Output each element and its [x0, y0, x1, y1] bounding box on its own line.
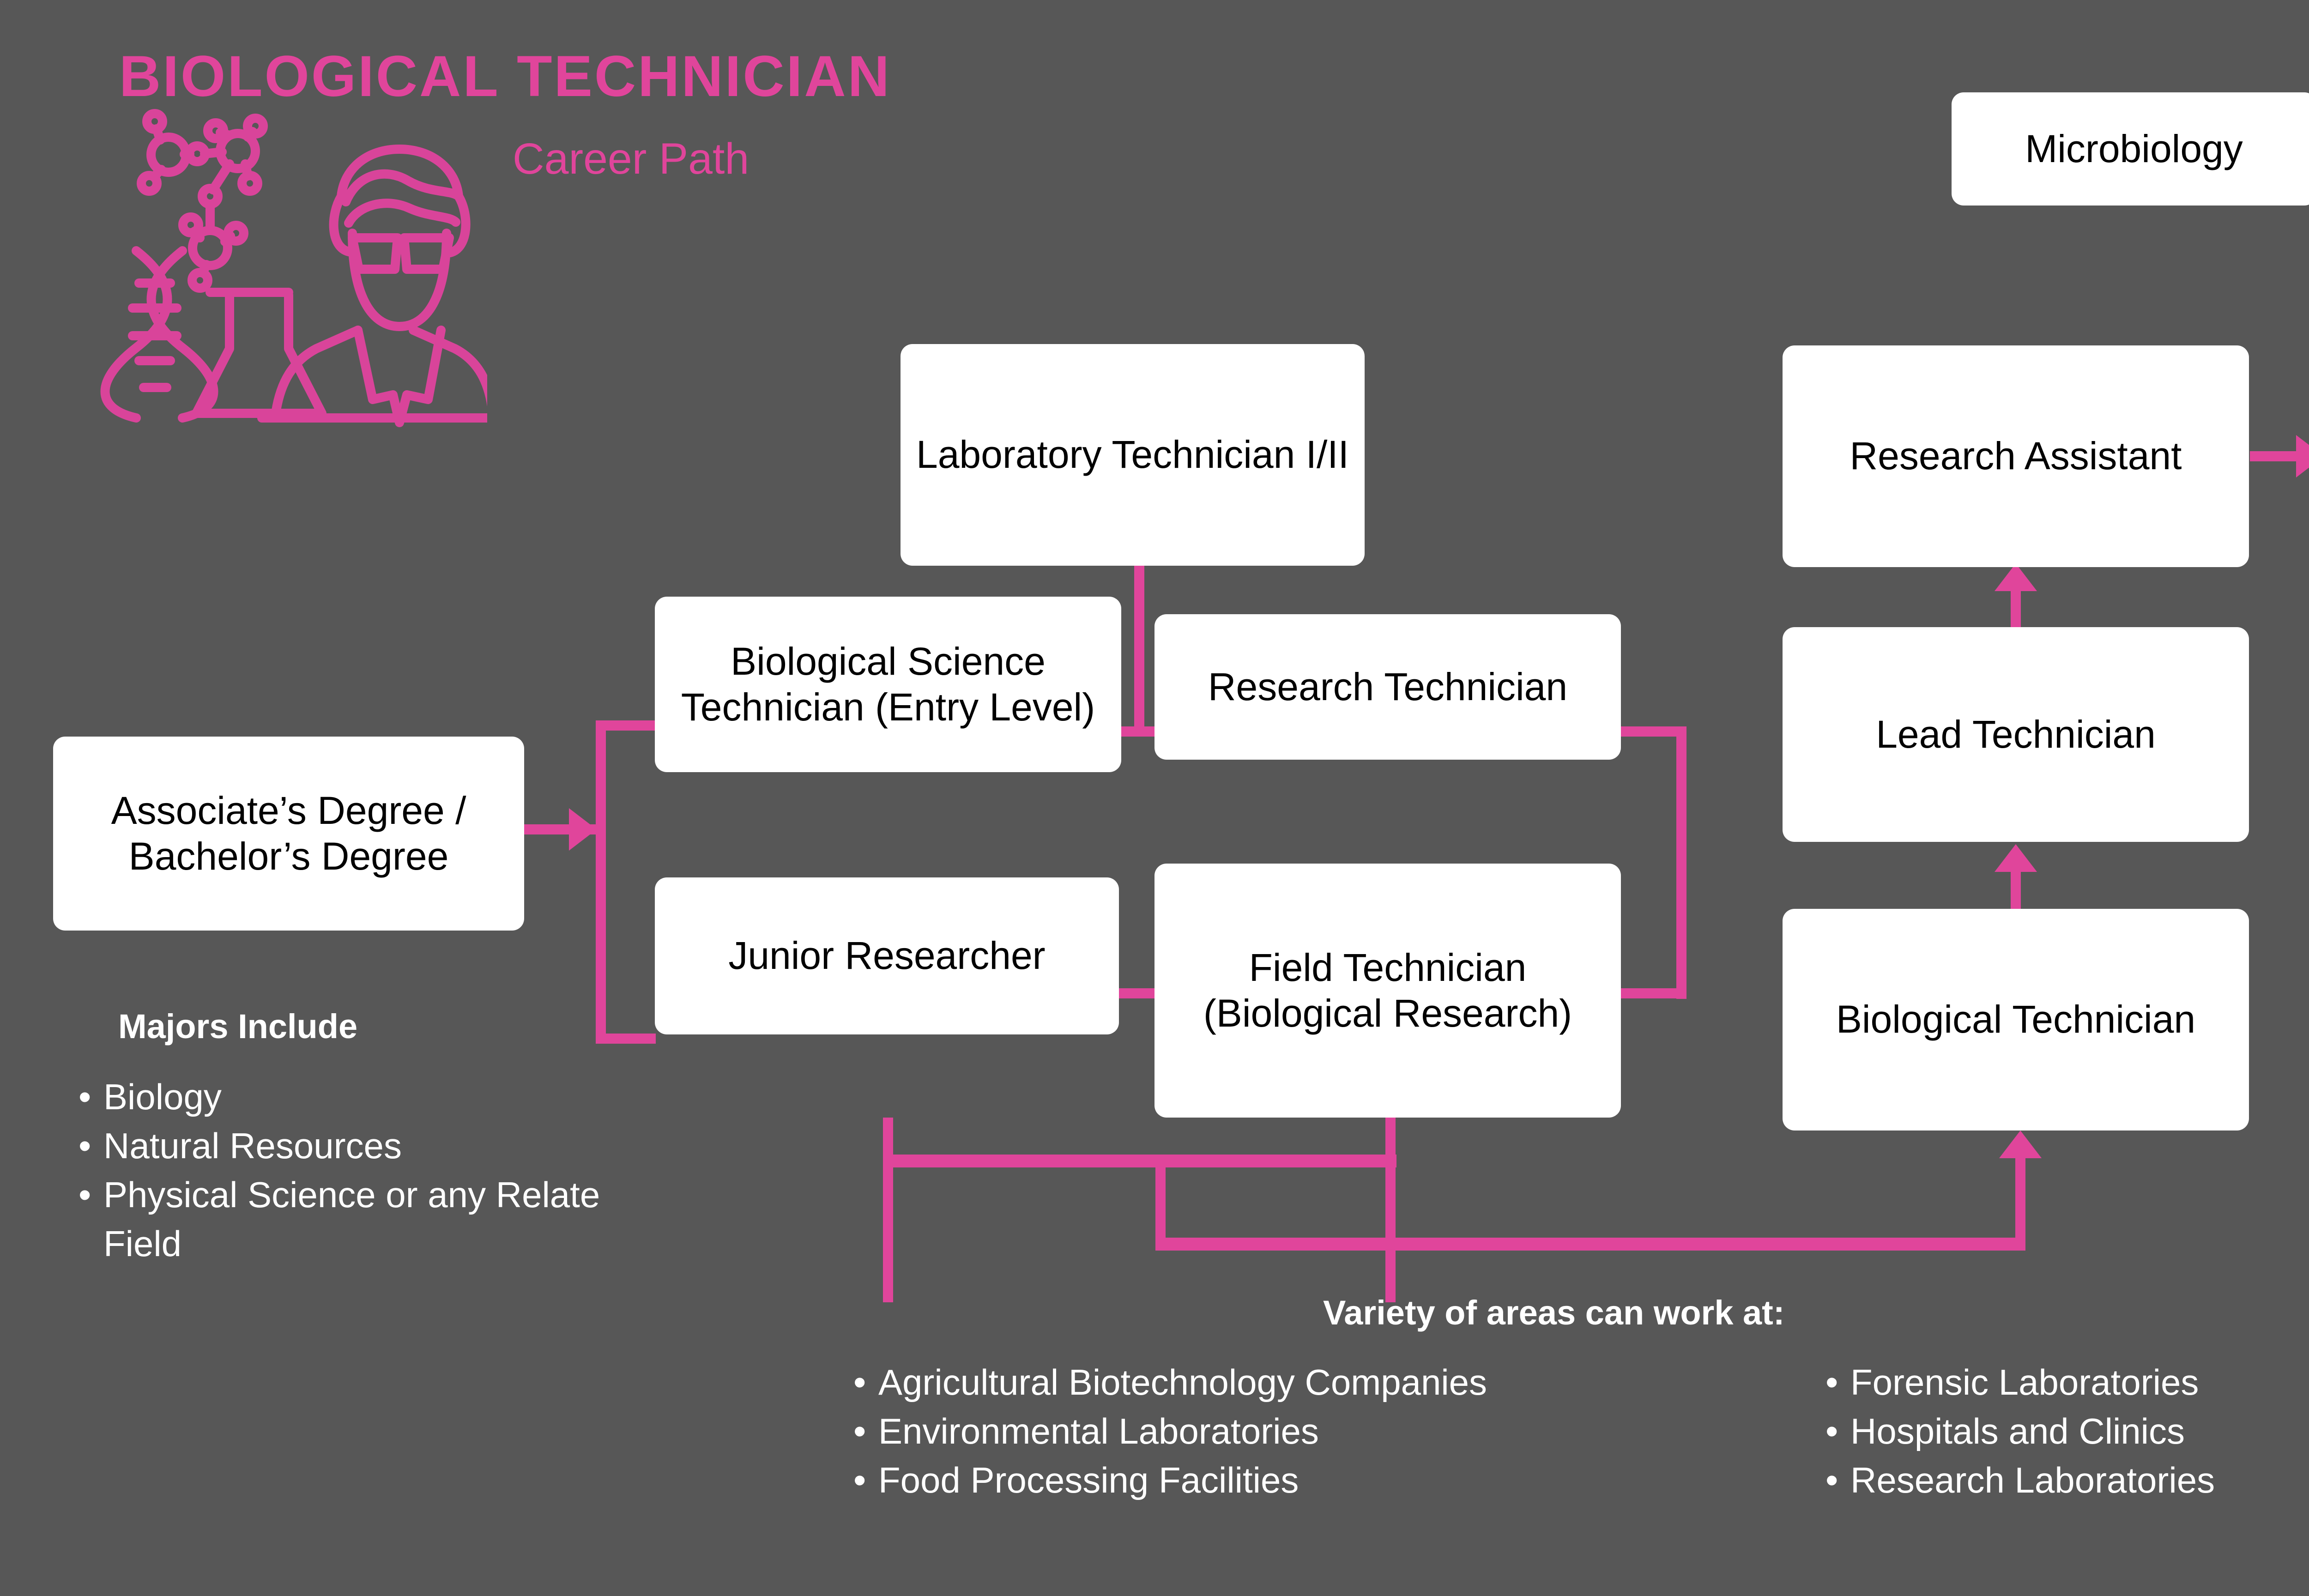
connector-bottom-rise — [2015, 1155, 2025, 1251]
connector-branch-up — [596, 720, 656, 731]
node-junior-researcher[interactable]: Junior Researcher — [655, 877, 1119, 1034]
arrow-biotech-to-leadtech — [1995, 844, 2037, 872]
node-biological-science-technician[interactable]: Biological Science Technician (Entry Lev… — [655, 597, 1121, 772]
list-item: Forensic Laboratories — [1822, 1358, 2309, 1407]
connector-biosci-researchtech — [1118, 726, 1161, 737]
list-item: Food Processing Facilities — [850, 1456, 1727, 1505]
connector-researchassistant-specialization — [2250, 451, 2301, 461]
list-item: Environmental Laboratories — [850, 1407, 1727, 1456]
node-biological-technician[interactable]: Biological Technician — [1783, 909, 2249, 1130]
node-research-assistant[interactable]: Research Assistant — [1783, 345, 2249, 567]
connector-field-drop — [1385, 1118, 1396, 1302]
work-areas-right-list: Forensic Laboratories Hospitals and Clin… — [1822, 1358, 2309, 1505]
majors-heading: Majors Include — [118, 1007, 358, 1046]
page-title: BIOLOGICAL TECHNICIAN — [119, 44, 891, 109]
connector-bottom-stem — [1155, 1155, 1166, 1247]
arrow-researchassistant-to-specialization — [2296, 435, 2309, 478]
majors-list: Biology Natural Resources Physical Scien… — [75, 1072, 652, 1268]
connector-bottom-merge — [883, 1155, 1396, 1167]
connector-right-bracket-bottom — [1615, 988, 1685, 998]
arrow-leadtech-to-researchassistant — [1995, 563, 2037, 591]
list-item: Hospitals and Clinics — [1822, 1407, 2309, 1456]
list-item: Natural Resources — [75, 1121, 652, 1170]
connector-junior-drop — [883, 1118, 893, 1302]
node-lead-technician[interactable]: Lead Technician — [1783, 627, 2249, 842]
connector-labtech-down — [1134, 566, 1144, 737]
biological-technician-icon — [100, 109, 487, 427]
node-microbiology[interactable]: Microbiology — [1952, 92, 2309, 206]
list-item: Agricultural Biotechnology Companies — [850, 1358, 1727, 1407]
connector-right-bracket-vert — [1676, 726, 1686, 999]
connector-right-bracket-top — [1615, 726, 1685, 737]
list-item: Biology — [75, 1072, 652, 1121]
node-degree[interactable]: Associate’s Degree / Bachelor’s Degree — [53, 737, 524, 931]
node-field-technician[interactable]: Field Technician (Biological Research) — [1154, 864, 1621, 1118]
connector-leadtech-researchassistant — [2011, 587, 2021, 629]
node-laboratory-technician[interactable]: Laboratory Technician I/II — [901, 344, 1365, 566]
page-subtitle: Career Path — [513, 134, 750, 183]
node-research-technician[interactable]: Research Technician — [1154, 614, 1621, 760]
connector-branch-bus — [596, 720, 606, 1044]
connector-branch-down — [596, 1034, 656, 1044]
connector-bottom-run — [1155, 1238, 2025, 1251]
list-item: Research Laboratories — [1822, 1456, 2309, 1505]
arrow-to-biological-technician — [1999, 1130, 2042, 1158]
arrow-degree-to-branch — [569, 808, 597, 851]
work-areas-heading: Variety of areas can work at: — [1323, 1294, 1785, 1332]
work-areas-left-list: Agricultural Biotechnology Companies Env… — [850, 1358, 1727, 1505]
connector-biotech-leadtech — [2011, 868, 2021, 911]
connector-junior-field — [1113, 988, 1161, 998]
list-item: Physical Science or any Relate Field — [75, 1170, 652, 1268]
